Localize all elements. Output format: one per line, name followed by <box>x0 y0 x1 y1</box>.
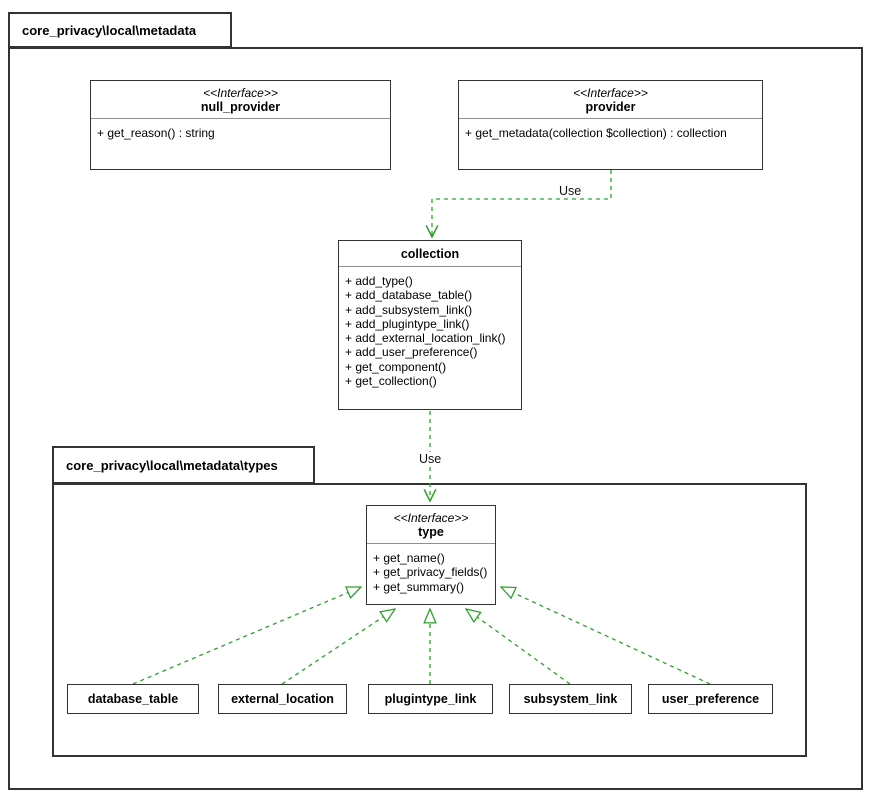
class-name: provider <box>585 100 636 114</box>
class-members: + get_reason() : string <box>91 119 390 147</box>
package-label-types: core_privacy\local\metadata\types <box>66 457 278 473</box>
package-tab-metadata: core_privacy\local\metadata <box>8 12 232 48</box>
stereotype-label: <<Interface>> <box>393 511 469 525</box>
class-box-user-preference: user_preference <box>648 684 773 714</box>
class-name: subsystem_link <box>523 692 618 706</box>
stereotype-label: <<Interface>> <box>203 86 278 100</box>
method-add-type: + add_type() <box>345 274 413 288</box>
method-get-collection: + get_collection() <box>345 374 437 389</box>
class-header: <<Interface>> type <box>367 506 495 544</box>
method-add-external-location-link: + add_external_location_link() <box>345 331 506 346</box>
class-box-database-table: database_table <box>67 684 199 714</box>
class-name: collection <box>400 247 460 261</box>
package-label-metadata: core_privacy\local\metadata <box>22 22 197 38</box>
class-name: user_preference <box>661 692 760 706</box>
stereotype-label: <<Interface>> <box>573 86 648 100</box>
method-get-privacy-fields: + get_privacy_fields() <box>373 565 488 580</box>
class-header: collection <box>339 241 521 267</box>
use-edge-label: Use <box>417 452 444 466</box>
package-tab-types: core_privacy\local\metadata\types <box>52 446 315 484</box>
class-members: + get_metadata(collection $collection) :… <box>459 119 762 147</box>
class-name: null_provider <box>200 100 281 114</box>
class-name: plugintype_link <box>384 692 477 706</box>
class-members: + add_type() + add_database_table() + ad… <box>339 267 521 395</box>
class-box-external-location: external_location <box>218 684 347 714</box>
class-name: external_location <box>231 692 334 706</box>
class-name: type <box>418 525 444 539</box>
method-add-subsystem-link: + add_subsystem_link() <box>345 302 473 317</box>
class-box-subsystem-link: subsystem_link <box>509 684 632 714</box>
method-get-summary: + get_summary() <box>373 579 465 594</box>
method-get-component: + get_component() <box>345 359 447 374</box>
class-box-provider: <<Interface>> provider + get_metadata(co… <box>458 80 763 170</box>
method-get-name: + get_name() <box>373 551 445 565</box>
class-box-type: <<Interface>> type + get_name() + get_pr… <box>366 505 496 605</box>
method-add-database-table: + add_database_table() <box>345 288 473 303</box>
method-get-metadata: + get_metadata(collection $collection) :… <box>465 126 727 140</box>
class-header: <<Interface>> null_provider <box>91 81 390 119</box>
method-get-reason: + get_reason() : string <box>97 126 215 140</box>
class-box-collection: collection + add_type() + add_database_t… <box>338 240 522 410</box>
method-add-plugintype-link: + add_plugintype_link() <box>345 316 470 331</box>
use-edge-label: Use <box>557 184 584 198</box>
class-name: database_table <box>87 692 179 706</box>
method-add-user-preference: + add_user_preference() <box>345 345 478 360</box>
class-box-plugintype-link: plugintype_link <box>368 684 493 714</box>
class-members: + get_name() + get_privacy_fields() + ge… <box>367 544 495 601</box>
class-box-null-provider: <<Interface>> null_provider + get_reason… <box>90 80 391 170</box>
class-header: <<Interface>> provider <box>459 81 762 119</box>
